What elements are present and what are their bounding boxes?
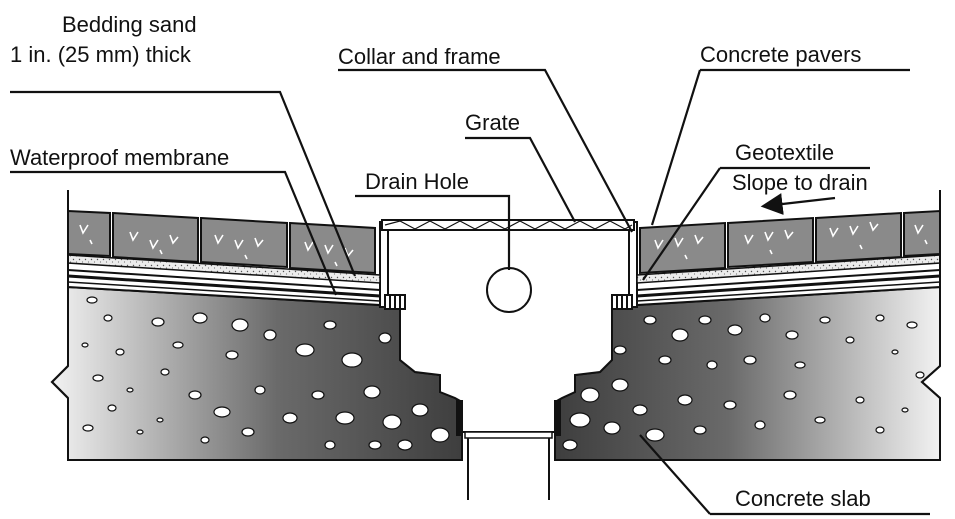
label-bedding-sand: Bedding sand: [62, 12, 197, 37]
label-concrete-pavers: Concrete pavers: [700, 42, 861, 67]
label-collar-and-frame: Collar and frame: [338, 44, 501, 69]
label-geotextile: Geotextile: [735, 140, 834, 165]
aggregate-stones-right: [562, 313, 925, 451]
label-concrete-slab: Concrete slab: [735, 486, 871, 511]
aggregate-stones: [81, 296, 450, 451]
paver-hatches-left: [79, 224, 354, 267]
label-bedding-sand-thickness: 1 in. (25 mm) thick: [10, 42, 192, 67]
paver-hatches-right: [654, 221, 928, 260]
slab-break-marks: [50, 190, 941, 399]
layers-right: [636, 254, 941, 307]
pavers-right: [639, 209, 941, 275]
layers-left: [67, 254, 381, 307]
leader-lines: [10, 68, 930, 516]
label-drain-hole: Drain Hole: [365, 169, 469, 194]
drain-hole-circle: [486, 267, 532, 313]
label-waterproof-membrane: Waterproof membrane: [10, 145, 229, 170]
label-slope-to-drain: Slope to drain: [732, 170, 868, 195]
drain-opening: [384, 227, 633, 500]
label-grate: Grate: [465, 110, 520, 135]
